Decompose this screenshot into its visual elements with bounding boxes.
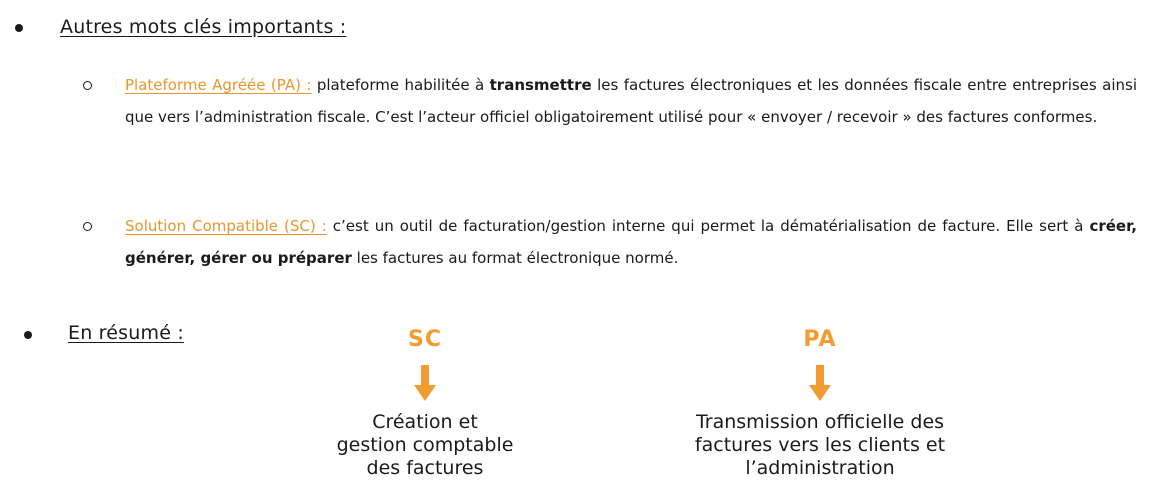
column-line: l’administration [745,457,895,479]
bullet-dot [24,331,32,339]
sub-bullet-circle [83,222,92,231]
bullet-dot [15,24,23,32]
column-title: SC [408,327,442,352]
definition-bold: créer, générer, gérer ou préparer [125,217,1137,267]
definition-bold: transmettre [489,76,592,94]
arrow-down-icon [809,365,831,401]
column-line: gestion comptable [336,434,514,456]
summary-column-sc: SC Création et gestion comptable des fac… [290,327,560,480]
section-heading: Autres mots clés importants : [60,16,347,38]
column-line: Création et [372,411,478,433]
section-heading: En résumé : [68,322,184,344]
term-pa: Plateforme Agréée (PA) : [125,76,312,94]
column-line: factures vers les clients et [694,434,946,456]
term-sc: Solution Compatible (SC) : [125,217,327,235]
definition-text: les factures électroniques et les donnée… [125,76,1138,126]
definition-text: les factures au format électronique norm… [351,249,679,267]
column-title: PA [803,327,837,352]
definition-text: plateforme habilitée à [311,76,490,94]
arrow-down-icon [414,365,436,401]
definition-pa: Plateforme Agréée (PA) : plateforme habi… [125,69,1137,133]
definition-sc: Solution Compatible (SC) : c’est un outi… [125,210,1137,274]
sub-bullet-circle [83,81,92,90]
column-line: des factures [366,457,484,479]
definition-text: c’est un outil de facturation/gestion in… [326,217,1090,235]
column-line: Transmission officielle des [695,411,945,433]
summary-column-pa: PA Transmission officielle des factures … [660,327,980,480]
